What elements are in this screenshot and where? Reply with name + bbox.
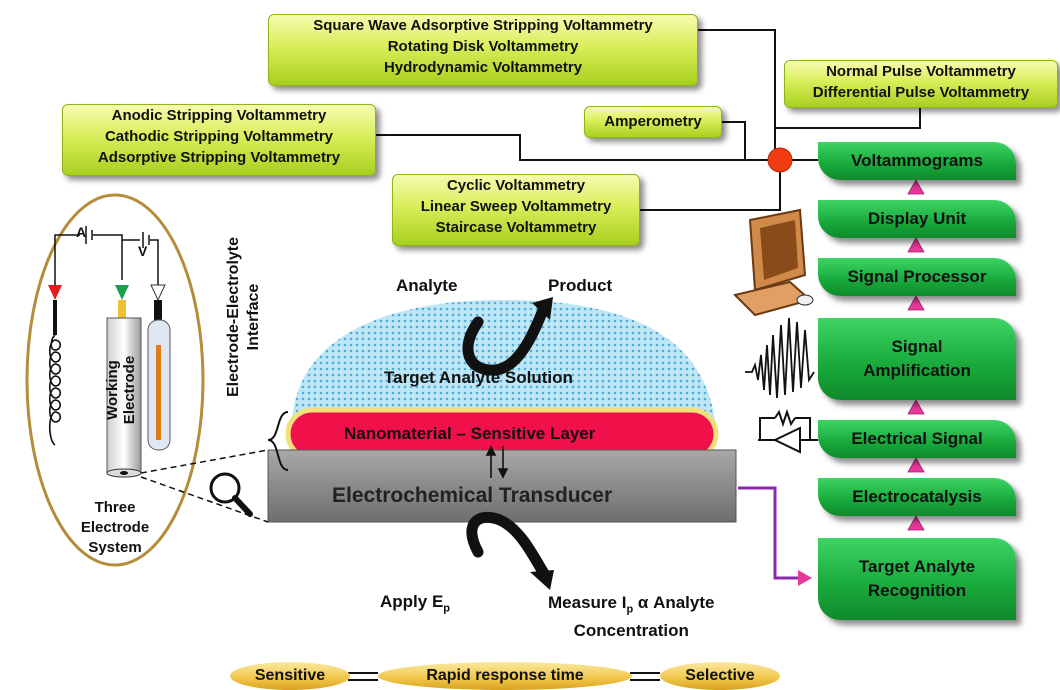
method-label: Cathodic Stripping Voltammetry [104, 128, 334, 145]
junction-node [767, 147, 793, 173]
step-label: Voltammograms [851, 151, 983, 170]
step-arrows [907, 179, 925, 531]
working-label-line: Working [104, 360, 121, 420]
method-label: Linear Sweep Voltammetry [420, 198, 612, 215]
step-electrocatalysis: Electrocatalysis [818, 478, 1016, 516]
transducer-label: Electrochemical Transducer [332, 484, 613, 507]
measure-label: Measure Ip α Analyte Concentration [548, 592, 714, 642]
interface-label: Electrode-Electrolyte Interface [224, 194, 264, 440]
method-connectors [376, 29, 921, 211]
three-electrode-label: Three Electrode System [72, 498, 158, 558]
circuit-wires [54, 226, 159, 285]
measure-concentration: Concentration [573, 621, 689, 641]
recognition-arrow [798, 570, 812, 586]
measure-text-b: α Analyte [633, 593, 715, 612]
system-label-line: System [88, 539, 142, 556]
apply-measure-arrow [466, 511, 551, 581]
counter-electrode-tip [48, 285, 62, 300]
step-voltammograms: Voltammograms [818, 142, 1016, 180]
method-label: Square Wave Adsorptive Stripping Voltamm… [313, 17, 653, 34]
working-electrode-tip [115, 285, 129, 300]
method-label: Adsorptive Stripping Voltammetry [97, 149, 341, 166]
step-label: Signal Processor [847, 267, 987, 286]
step-label: Display Unit [867, 209, 967, 228]
step-label: Recognition [867, 581, 967, 600]
analyte-label: Analyte [396, 276, 458, 295]
product-label: Product [548, 276, 613, 295]
amplifier-icon [758, 408, 818, 454]
interface-label-line: Electrode-Electrolyte [225, 236, 242, 398]
connector-pulse [775, 100, 921, 129]
magnifier-icon [209, 472, 253, 517]
step-signal-amplification: Signal Amplification [818, 318, 1016, 400]
step-label: Electrocatalysis [852, 487, 982, 506]
connector-amperometry [720, 121, 746, 160]
method-label: Staircase Voltammetry [435, 219, 597, 236]
reference-electrode-tip [150, 284, 166, 302]
step-label: Signal [891, 337, 943, 356]
feature-sensitive: Sensitive [230, 662, 350, 690]
apply-text: Apply E [380, 592, 444, 611]
step-signal-processor: Signal Processor [818, 258, 1016, 296]
method-label: Rotating Disk Voltammetry [387, 38, 579, 55]
waveform-icon [745, 317, 815, 399]
step-display-unit: Display Unit [818, 200, 1016, 238]
method-box-amperometry: Amperometry [584, 106, 722, 138]
working-electrode-body [106, 317, 142, 474]
apply-potential-label: Apply Ep [380, 592, 450, 614]
method-label: Normal Pulse Voltammetry [826, 63, 1016, 80]
feature-selective: Selective [660, 662, 780, 690]
method-label: Cyclic Voltammetry [446, 177, 586, 194]
solution-label: Target Analyte Solution [384, 368, 573, 387]
connector-square-wave [698, 29, 776, 155]
recognition-connector [738, 486, 800, 580]
interface-label-line: Interface [245, 283, 262, 351]
computer-icon [733, 208, 814, 317]
working-label-line: Electrode [121, 355, 138, 425]
working-electrode-label: Working Electrode [104, 330, 138, 450]
connector-cyclic [638, 170, 781, 211]
step-electrical-signal: Electrical Signal [818, 420, 1016, 458]
step-label: Target Analyte [858, 557, 976, 576]
interface-bracket [267, 411, 289, 471]
method-label: Amperometry [604, 113, 702, 130]
feature-rapid: Rapid response time [378, 662, 632, 690]
system-label-line: Electrode [80, 519, 150, 536]
method-label: Differential Pulse Voltammetry [812, 84, 1030, 101]
method-label: Hydrodynamic Voltammetry [383, 59, 583, 76]
transducer-block [267, 449, 737, 523]
method-box-cyclic: Cyclic Voltammetry Linear Sweep Voltamme… [392, 174, 640, 246]
measure-subscript: p [626, 603, 634, 616]
connector-stripping [376, 134, 770, 161]
step-recognition: Target Analyte Recognition [818, 538, 1016, 620]
method-box-stripping: Anodic Stripping Voltammetry Cathodic St… [62, 104, 376, 176]
analyte-product-arrow [462, 299, 551, 376]
apply-subscript: p [443, 602, 451, 615]
method-box-square-wave: Square Wave Adsorptive Stripping Voltamm… [268, 14, 698, 86]
solution-dome [292, 300, 715, 420]
feature-connectors [348, 672, 660, 681]
step-label: Amplification [863, 361, 971, 380]
method-box-pulse: Normal Pulse Voltammetry Differential Pu… [784, 60, 1058, 108]
sensitive-layer-label: Nanomaterial – Sensitive Layer [344, 424, 596, 443]
measure-text: Measure I [548, 593, 627, 612]
ammeter-label: A [76, 224, 87, 240]
electron-transfer-arrows [485, 445, 509, 479]
system-label-line: Three [94, 499, 136, 516]
method-label: Anodic Stripping Voltammetry [111, 107, 327, 124]
voltmeter-label: V [138, 243, 148, 259]
counter-coil-icon [48, 334, 62, 446]
step-label: Electrical Signal [851, 429, 983, 448]
